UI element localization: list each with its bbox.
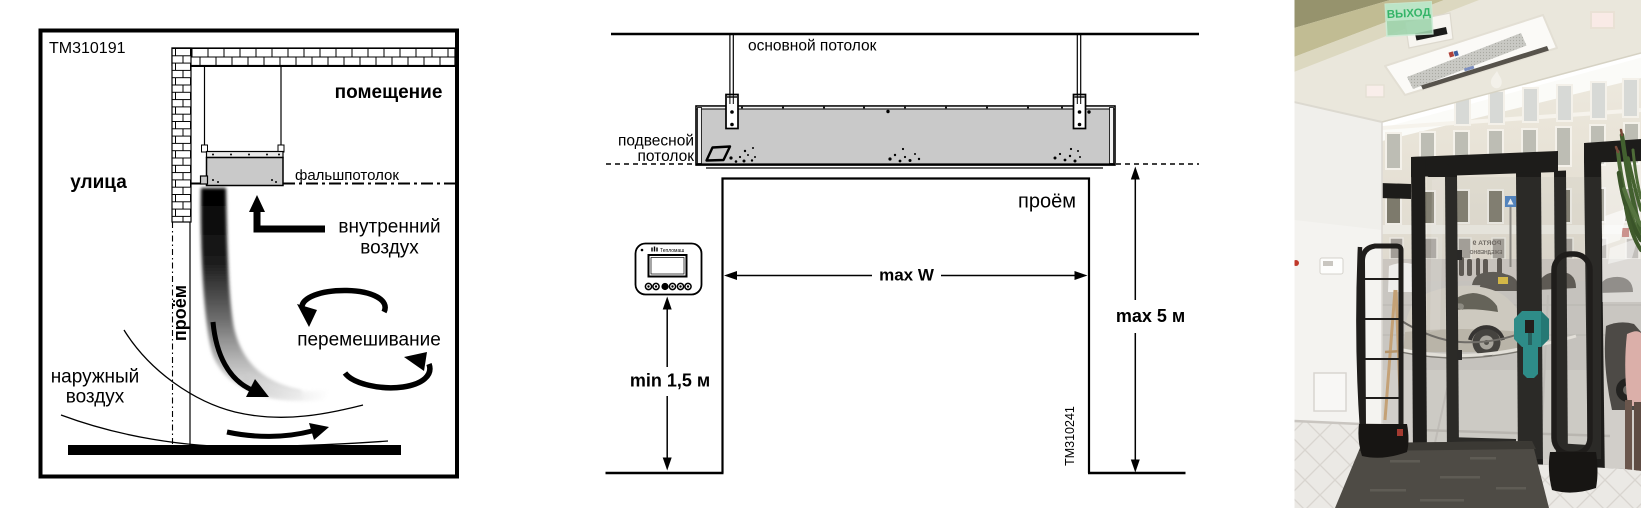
svg-text:воздух: воздух [66, 387, 125, 408]
svg-text:TM310241: TM310241 [1063, 406, 1077, 466]
svg-text:Тепломаш: Тепломаш [660, 248, 684, 254]
svg-text:внутренний: внутренний [338, 217, 440, 238]
svg-text:TM310191: TM310191 [49, 40, 126, 57]
svg-text:подвесной: подвесной [618, 133, 694, 150]
svg-text:max W: max W [879, 266, 935, 285]
svg-text:основной потолок: основной потолок [748, 38, 877, 55]
svg-text:перемешивание: перемешивание [297, 330, 441, 351]
svg-text:фальшпотолок: фальшпотолок [295, 167, 399, 184]
svg-text:помещение: помещение [335, 82, 443, 103]
svg-text:max 5 м: max 5 м [1116, 306, 1185, 326]
svg-text:наружный: наружный [51, 367, 140, 388]
svg-text:улица: улица [70, 172, 127, 193]
svg-text:проём: проём [170, 285, 190, 341]
svg-text:PORTA 9: PORTA 9 [1472, 240, 1501, 247]
svg-text:ЕЖЕДНЕВНО: ЕЖЕДНЕВНО [1469, 250, 1502, 256]
svg-text:воздух: воздух [360, 238, 419, 259]
svg-text:проём: проём [1018, 191, 1076, 213]
svg-text:min 1,5 м: min 1,5 м [630, 371, 710, 391]
svg-text:ВЫХОД: ВЫХОД [1387, 7, 1432, 21]
svg-text:потолок: потолок [638, 148, 695, 165]
